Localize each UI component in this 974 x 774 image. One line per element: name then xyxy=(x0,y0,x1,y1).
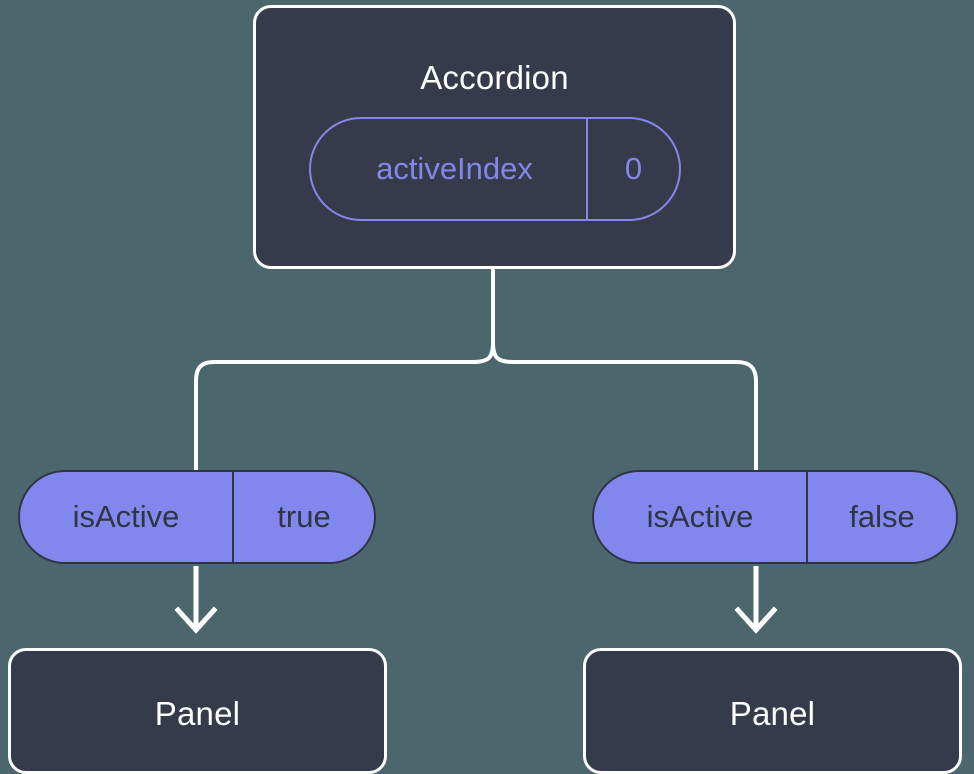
prop-pill-isactive-false[interactable]: isActive false xyxy=(592,470,958,564)
state-pill-key: activeIndex xyxy=(311,119,588,219)
state-pill-activeindex[interactable]: activeIndex 0 xyxy=(309,117,681,221)
state-pill-value: 0 xyxy=(624,151,643,186)
prop-pill-left-value: true xyxy=(277,499,331,534)
panel-title-right: Panel xyxy=(729,695,816,732)
arrow-left xyxy=(174,566,218,634)
panel-component-box-left[interactable]: Panel xyxy=(8,648,387,774)
prop-pill-isactive-true[interactable]: isActive true xyxy=(18,470,376,564)
prop-pill-left-key: isActive xyxy=(20,472,234,562)
prop-pill-right-value: false xyxy=(849,499,915,534)
prop-pill-right-key: isActive xyxy=(594,472,808,562)
panel-component-box-right[interactable]: Panel xyxy=(583,648,962,774)
connector-branch-right xyxy=(491,341,758,472)
arrow-right xyxy=(734,566,778,634)
panel-title-left: Panel xyxy=(154,695,241,732)
accordion-title: Accordion xyxy=(420,59,569,96)
connector-branch-left xyxy=(194,341,495,472)
